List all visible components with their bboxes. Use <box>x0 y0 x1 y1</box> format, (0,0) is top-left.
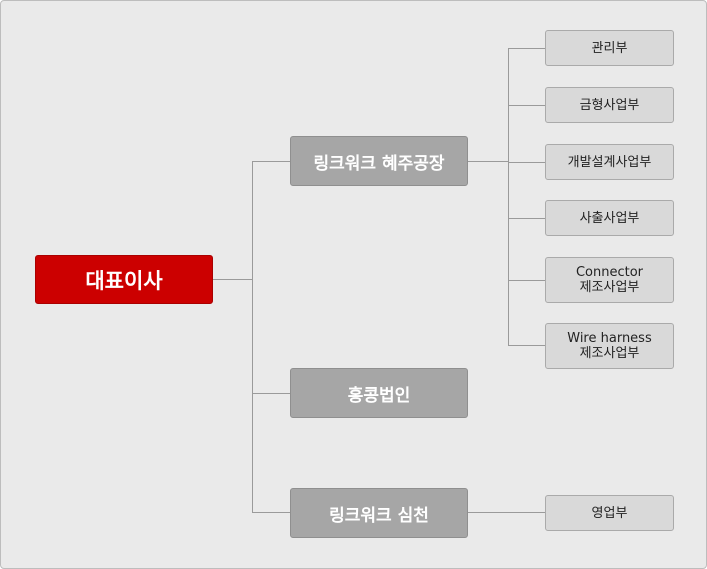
ceo-box: 대표이사 <box>35 255 213 304</box>
dept-development: 개발설계사업부 <box>545 144 674 180</box>
connector-line <box>508 48 509 346</box>
dept-sales: 영업부 <box>545 495 674 531</box>
connector-line <box>212 279 253 280</box>
division-hongkong: 홍콩법인 <box>290 368 468 418</box>
dept-mold: 금형사업부 <box>545 87 674 123</box>
connector-line <box>508 48 546 49</box>
connector-line <box>467 512 546 513</box>
dept-label: Connector <box>575 265 644 280</box>
connector-line <box>467 161 508 162</box>
connector-line <box>508 345 546 346</box>
connector-line <box>252 161 253 513</box>
dept-label: 제조사업부 <box>579 346 640 361</box>
connector-line <box>508 162 546 163</box>
connector-line <box>508 280 546 281</box>
dept-wire-harness: Wire harness 제조사업부 <box>545 323 674 369</box>
connector-line <box>508 218 546 219</box>
connector-line <box>508 105 546 106</box>
dept-connector: Connector 제조사업부 <box>545 257 674 303</box>
division-huizhou-factory: 링크워크 혜주공장 <box>290 136 468 186</box>
dept-label: Wire harness <box>567 331 652 346</box>
connector-line <box>252 393 291 394</box>
division-shenzhen: 링크워크 심천 <box>290 488 468 538</box>
connector-line <box>252 161 291 162</box>
dept-injection: 사출사업부 <box>545 200 674 236</box>
connector-line <box>252 512 291 513</box>
dept-management: 관리부 <box>545 30 674 66</box>
dept-label: 제조사업부 <box>579 280 640 295</box>
